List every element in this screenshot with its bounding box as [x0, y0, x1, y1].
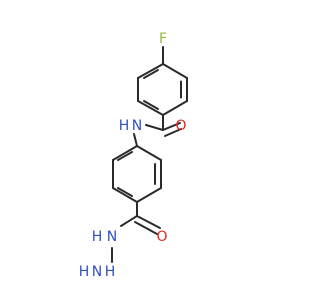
hydrazide-hydrogen-label: H — [79, 264, 90, 280]
bond — [120, 215, 138, 227]
bond — [137, 100, 164, 116]
bond — [136, 187, 162, 203]
bond-carbonyl — [162, 122, 181, 131]
bond — [136, 145, 162, 161]
amide-hydrogen-label: H — [119, 118, 130, 134]
bond — [137, 63, 164, 79]
aromatic-double-bond — [117, 151, 133, 161]
bond — [162, 100, 188, 116]
aromatic-double-bond — [143, 100, 159, 110]
hydrazide-hydrogen-label: H — [105, 264, 116, 280]
bond-carbonyl — [136, 215, 161, 229]
aromatic-double-bond — [143, 69, 159, 79]
molecule-svg: F H N O O H N H N H — [79, 31, 188, 280]
bond-carbonyl — [164, 128, 182, 137]
amide-nitrogen-label: N — [132, 118, 142, 134]
hydrazide-hydrogen-label: H — [92, 229, 103, 245]
structure-drawing: F H N O O H N H N H — [79, 31, 188, 280]
bond — [162, 63, 188, 79]
carbonyl-oxygen-label: O — [175, 118, 186, 134]
fluorophenyl-ring — [137, 63, 188, 116]
bond — [112, 145, 138, 161]
bond — [145, 124, 164, 131]
hydrazide-nitrogen-label: N — [92, 264, 102, 280]
aromatic-double-bond — [117, 187, 133, 197]
bond-carbonyl — [134, 221, 158, 235]
phenylene-ring — [112, 145, 162, 203]
bond — [133, 133, 138, 147]
bond — [112, 187, 138, 203]
hydrazide-nitrogen-label: N — [107, 229, 117, 245]
fluorine-label: F — [159, 31, 167, 47]
carbonyl-oxygen-label: O — [156, 229, 167, 245]
